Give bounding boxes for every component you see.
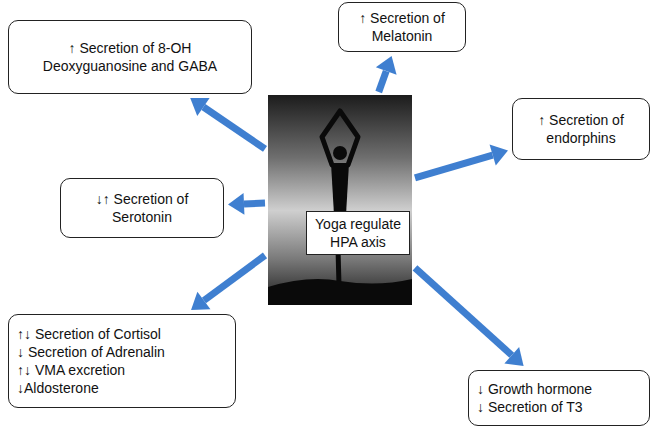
effect-box: ↑ Secretion of endorphins: [512, 98, 650, 160]
hub-photo: Yoga regulate HPA axis: [268, 95, 412, 305]
arrow-head: [191, 292, 210, 310]
photo-sky: [268, 95, 412, 305]
effect-text: ↓ Secretion of Adrenalin: [17, 343, 227, 361]
yoga-torso: [331, 163, 349, 215]
arrow-connector: [190, 98, 265, 149]
effect-text: ↓ Growth hormone: [477, 380, 641, 398]
effect-box: ↑↓ Secretion of Cortisol↓ Secretion of A…: [8, 314, 236, 408]
arrow-head: [376, 56, 397, 75]
arrow-head: [190, 98, 209, 116]
hub-label: Yoga regulate HPA axis: [306, 211, 410, 255]
arrow-connector: [191, 255, 265, 310]
yoga-photo: [268, 95, 412, 305]
arrow-connector: [415, 268, 524, 366]
yoga-head: [333, 146, 347, 160]
effect-text: ↓Aldosterone: [17, 379, 227, 397]
effect-box: ↓ Growth hormone↓ Secretion of T3: [468, 370, 650, 426]
arrow-shaft: [415, 268, 512, 355]
photo-ground: [268, 279, 412, 305]
arrow-head: [490, 144, 508, 165]
arrow-shaft: [203, 107, 265, 149]
effect-text: ↑↓ VMA excretion: [17, 361, 227, 379]
yoga-silhouette: [322, 111, 364, 285]
effect-box: ↓↑ Secretion of Serotonin: [60, 178, 224, 238]
effect-text: ↑ Secretion of endorphins: [523, 111, 639, 147]
arrow-shaft: [204, 255, 265, 300]
arrow-head: [504, 347, 523, 366]
arrow-shaft: [379, 71, 387, 92]
arrow-shaft: [244, 200, 265, 208]
effect-text: ↑ Secretion of Melatonin: [349, 9, 455, 45]
arrow-head: [228, 193, 244, 215]
effect-text: ↑↓ Secretion of Cortisol: [17, 325, 227, 343]
arrow-connector: [376, 56, 397, 92]
arrow-shaft: [415, 155, 493, 178]
effect-text: ↓ Secretion of T3: [477, 398, 641, 416]
arrow-connector: [228, 193, 265, 215]
effect-text: ↑ Secretion of 8-OH Deoxyguanosine and G…: [36, 39, 224, 75]
effect-text: ↓↑ Secretion of Serotonin: [71, 190, 213, 226]
effect-box: ↑ Secretion of Melatonin: [338, 2, 466, 52]
effect-box: ↑ Secretion of 8-OH Deoxyguanosine and G…: [8, 20, 252, 94]
arrow-connector: [415, 144, 508, 177]
